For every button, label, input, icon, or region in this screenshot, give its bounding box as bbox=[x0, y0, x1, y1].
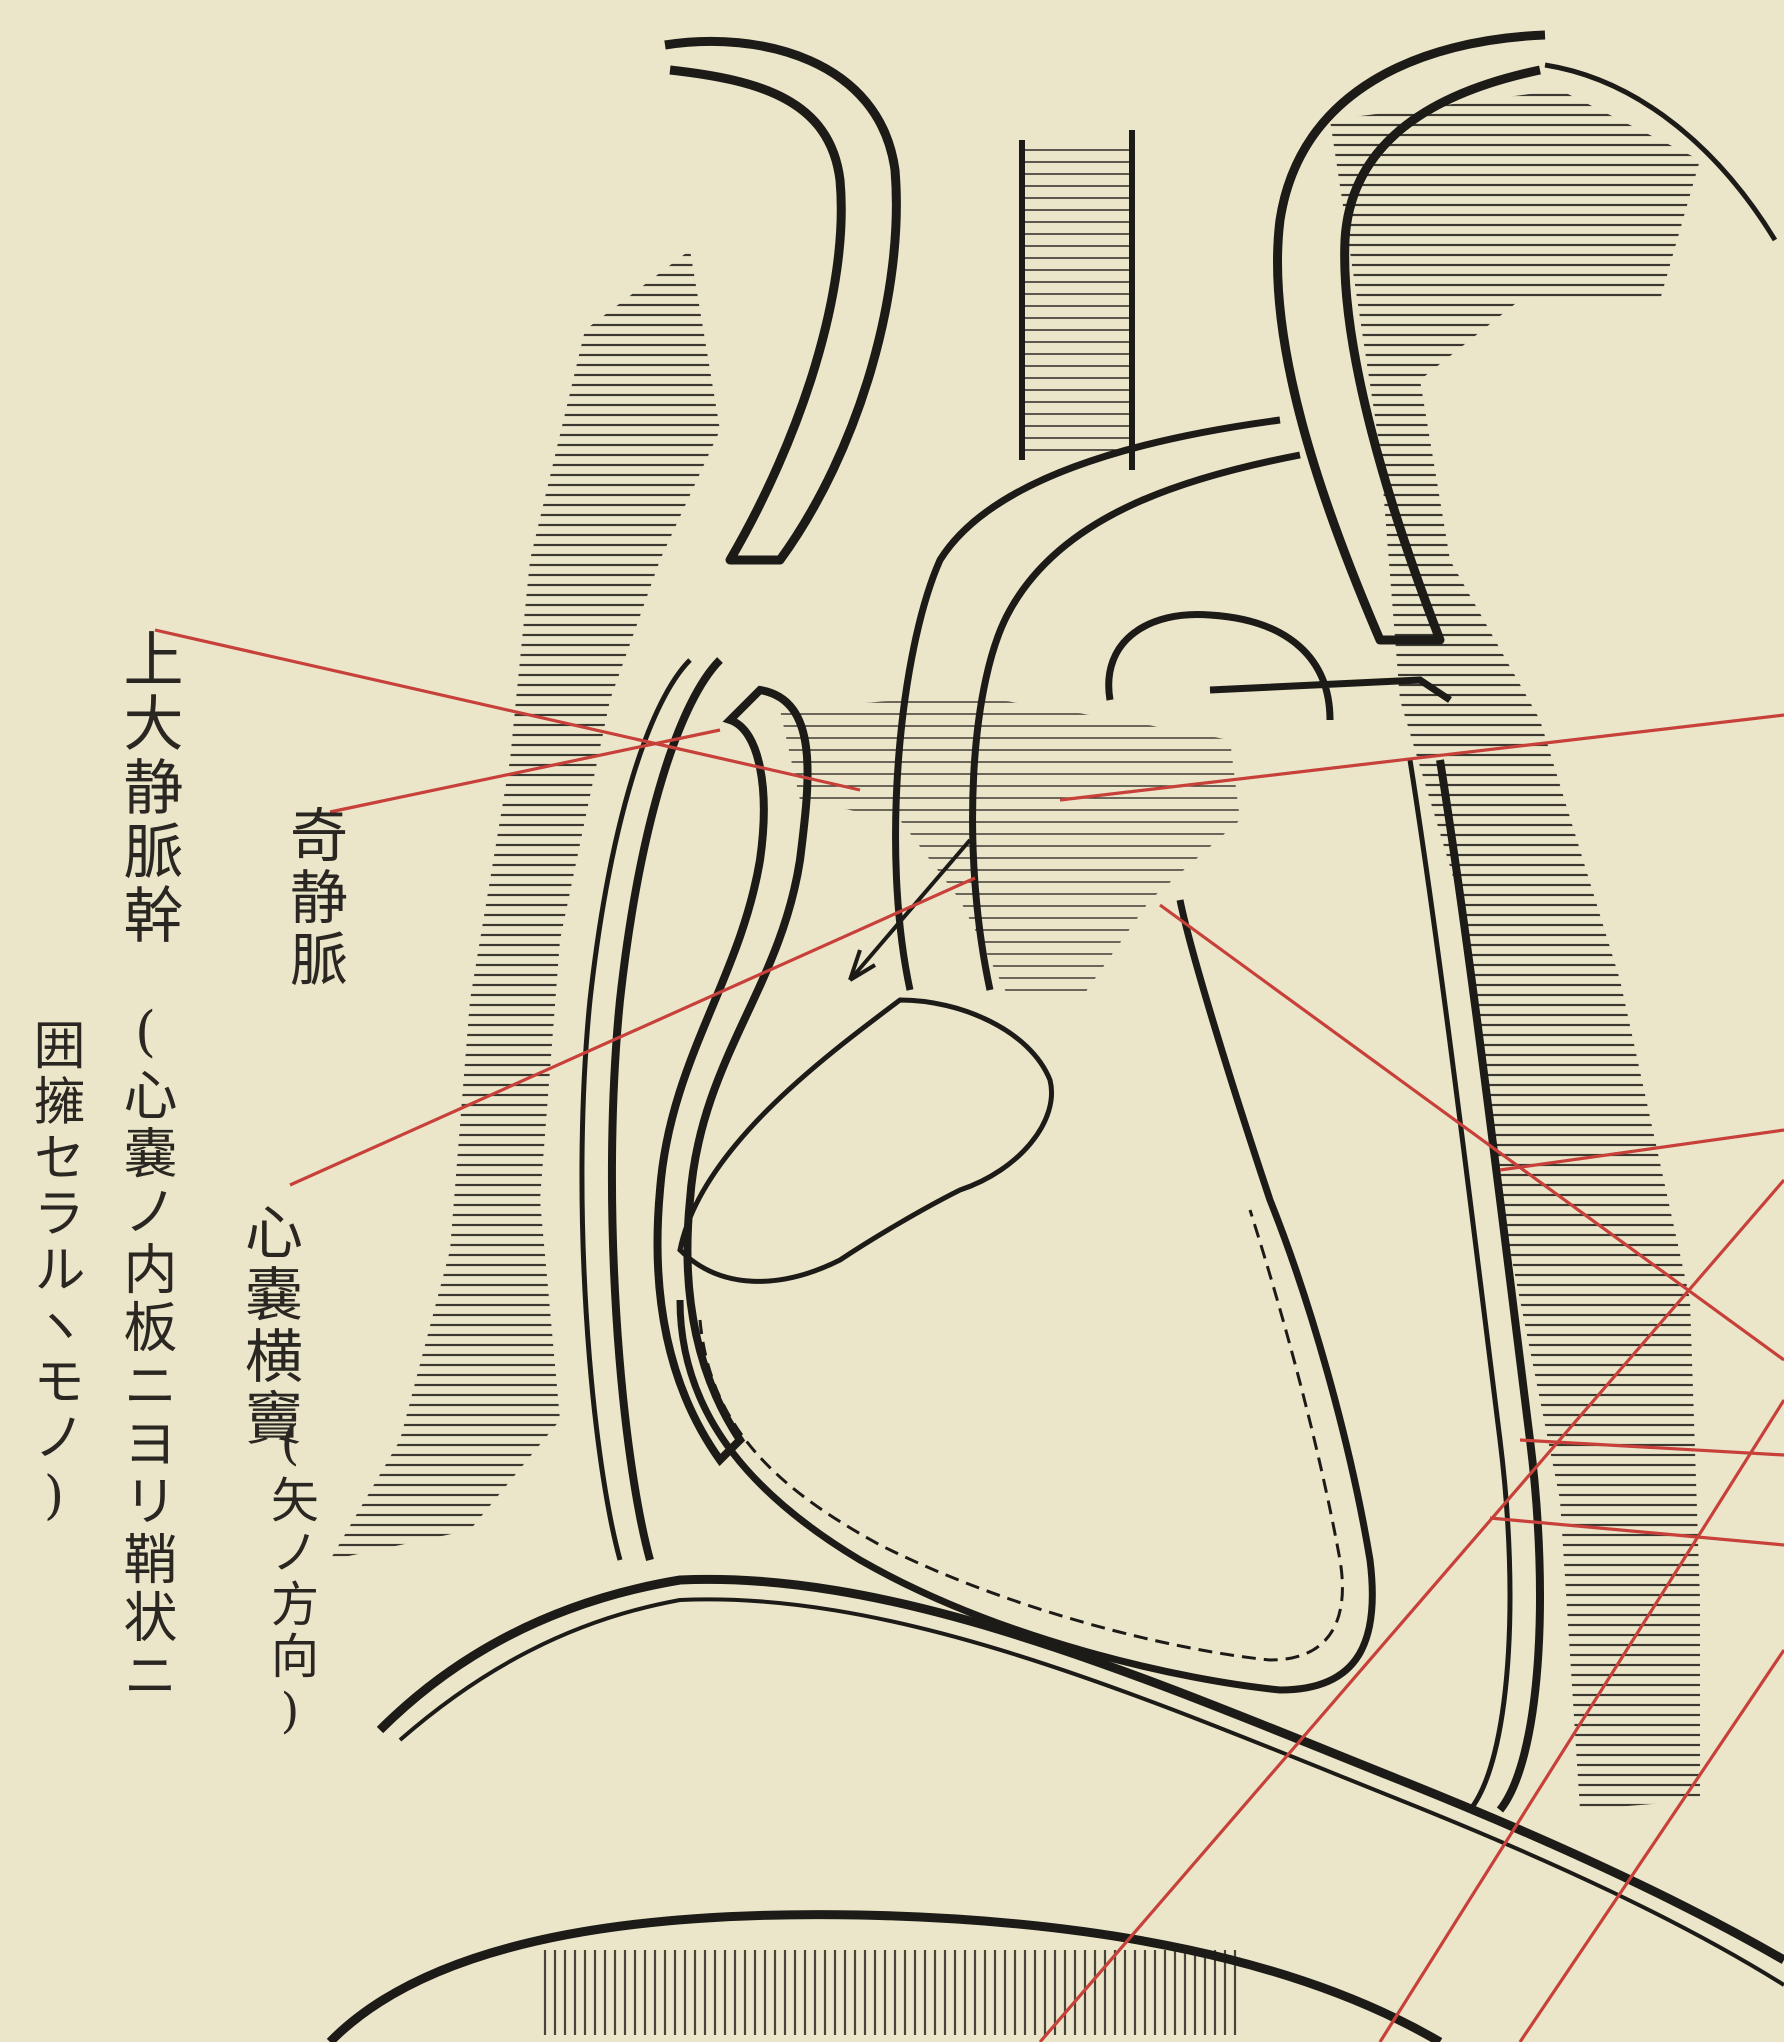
label-azygos-vein: 奇静脈 bbox=[285, 805, 343, 991]
label-superior-vena-cava: 上大静脈幹 bbox=[118, 628, 178, 948]
label-sheath-note: (心嚢ノ内板ニヨリ鞘状ニ bbox=[118, 1000, 172, 1705]
trachea bbox=[1022, 130, 1132, 470]
label-transverse-sinus: 心嚢横竇 bbox=[240, 1202, 298, 1450]
label-enclosed-note: 囲擁セラルヽモノ) bbox=[28, 1018, 80, 1530]
label-arrow-direction-note: (矢ノ方向) bbox=[266, 1415, 314, 1743]
